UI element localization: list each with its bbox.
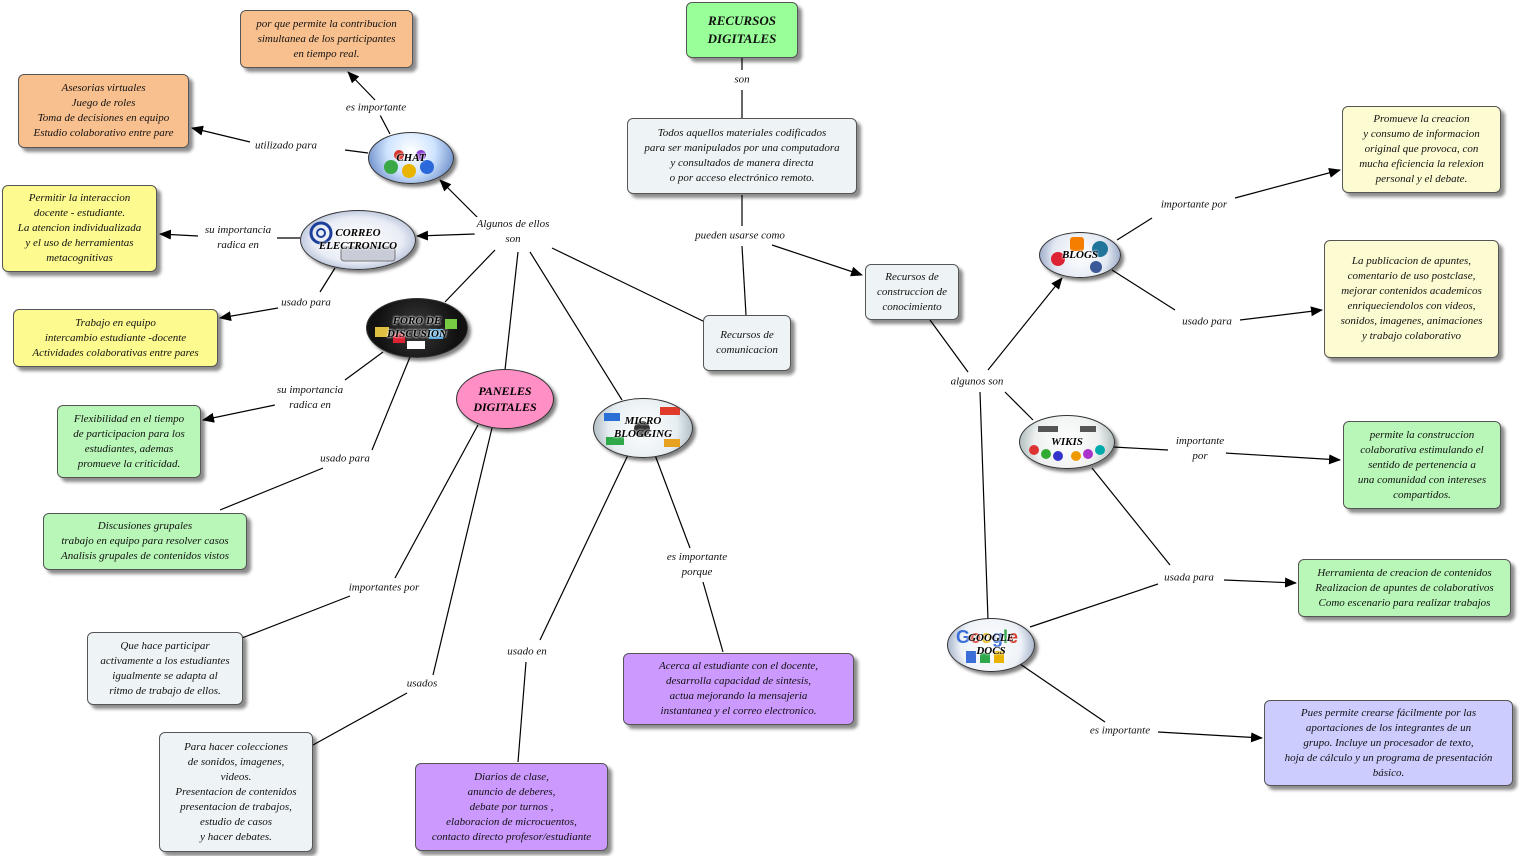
foro-label: FORO DE DISCUSION: [387, 315, 447, 340]
box-foro-importancia: Flexibilidad en el tiempo de participaci…: [57, 405, 201, 478]
link-label-algunos-de-ellos: Algunos de ellos son: [474, 217, 552, 247]
paneles-node: PANELES DIGITALES: [456, 369, 554, 429]
link-label-correo-usado: usado para: [279, 295, 333, 311]
category-comunicacion: Recursos de comunicacion: [703, 315, 791, 371]
category-construccion: Recursos de construccion de conocimiento: [865, 264, 959, 320]
chat-node: CHAT: [368, 132, 454, 184]
box-chat-utilizado: Asesorias virtuales Juego de roles Toma …: [18, 74, 189, 148]
correo-label: CORREO ELECTRONICO: [318, 227, 398, 252]
foro-node: FORO DE DISCUSION: [366, 298, 468, 358]
link-label-paneles-usados: usados: [404, 676, 440, 692]
link-label-paneles-importantes: importantes por: [346, 580, 422, 596]
link-label-chat-utilizado: utilizado para: [252, 138, 320, 154]
link-label-foro-importancia: su importancia radica en: [274, 383, 346, 413]
wikis-node: WIKIS: [1019, 415, 1115, 469]
main-title: RECURSOS DIGITALES: [686, 2, 798, 58]
microblogging-collage-icon: [604, 407, 680, 447]
link-label-micro-usado: usado en: [505, 644, 549, 660]
link-label-blogs-importante: importante por: [1158, 197, 1230, 213]
google-label: GOOGLE DOCS: [968, 632, 1014, 657]
wikis-label: WIKIS: [1051, 435, 1083, 448]
box-blogs-importante: Promueve la creacion y consumo de inform…: [1342, 106, 1501, 193]
link-label-pueden-usarse: pueden usarse como: [693, 228, 787, 244]
link-label-blogs-usado: usado para: [1180, 314, 1234, 330]
email-at-icon: [309, 221, 396, 262]
link-label-chat-importante: es importante: [343, 100, 409, 116]
forum-collage-icon: [375, 319, 457, 349]
definition-box: Todos aquellos materiales codificados pa…: [627, 118, 857, 194]
box-correo-importancia: Permitir la interaccion docente - estudi…: [2, 185, 157, 272]
blogs-node: BLOGS: [1039, 232, 1121, 278]
box-google-importante: Pues permite crearse fácilmente por las …: [1264, 700, 1513, 786]
blogger-wordpress-logos-icon: [1051, 237, 1108, 273]
box-micro-importante: Acerca al estudiante con el docente, des…: [623, 653, 854, 725]
box-paneles-importantes: Que hace participar activamente a los es…: [87, 632, 243, 705]
google-node: Google GOOGLE DOCS: [947, 618, 1035, 672]
box-chat-importante: por que permite la contribucion simultan…: [240, 10, 413, 68]
box-wikis-importante: permite la construccion colaborativa est…: [1343, 421, 1501, 509]
link-label-correo-importancia: su importancia radica en: [202, 223, 274, 253]
box-blogs-usado: La publicacion de apuntes, comentario de…: [1324, 240, 1499, 358]
micro-node: MICRO BLOGGING: [593, 398, 693, 458]
link-label-wikis-importante: importante por: [1173, 434, 1227, 464]
box-micro-usado: Diarios de clase, anuncio de deberes, de…: [415, 763, 608, 851]
link-label-micro-importante: es importante porque: [664, 550, 730, 580]
correo-node: CORREO ELECTRONICO: [300, 210, 416, 270]
link-label-wikis-usada: usada para: [1162, 570, 1216, 586]
box-wikis-usada: Herramienta de creacion de contenidos Re…: [1298, 559, 1511, 617]
box-paneles-usados: Para hacer colecciones de sonidos, image…: [159, 732, 313, 852]
blogs-label: BLOGS: [1061, 248, 1099, 261]
box-foro-usado: Discusiones grupales trabajo en equipo p…: [43, 513, 247, 570]
link-label-algunos-son: algunos son: [948, 374, 1006, 390]
link-label-google-importante: es importante: [1087, 723, 1153, 739]
google-logo-icon: Google: [956, 627, 1018, 663]
micro-label: MICRO BLOGGING: [613, 415, 673, 440]
svg-text:Google: Google: [956, 627, 1018, 647]
link-label-foro-usado: usado para: [318, 451, 372, 467]
chat-label: CHAT: [396, 151, 426, 164]
box-correo-usado: Trabajo en equipo intercambio estudiante…: [13, 309, 218, 367]
link-label-son: son: [732, 72, 752, 88]
wiki-people-icon: [1029, 426, 1105, 461]
paneles-label: PANELES DIGITALES: [473, 384, 537, 414]
chat-people-icon: [384, 150, 434, 178]
